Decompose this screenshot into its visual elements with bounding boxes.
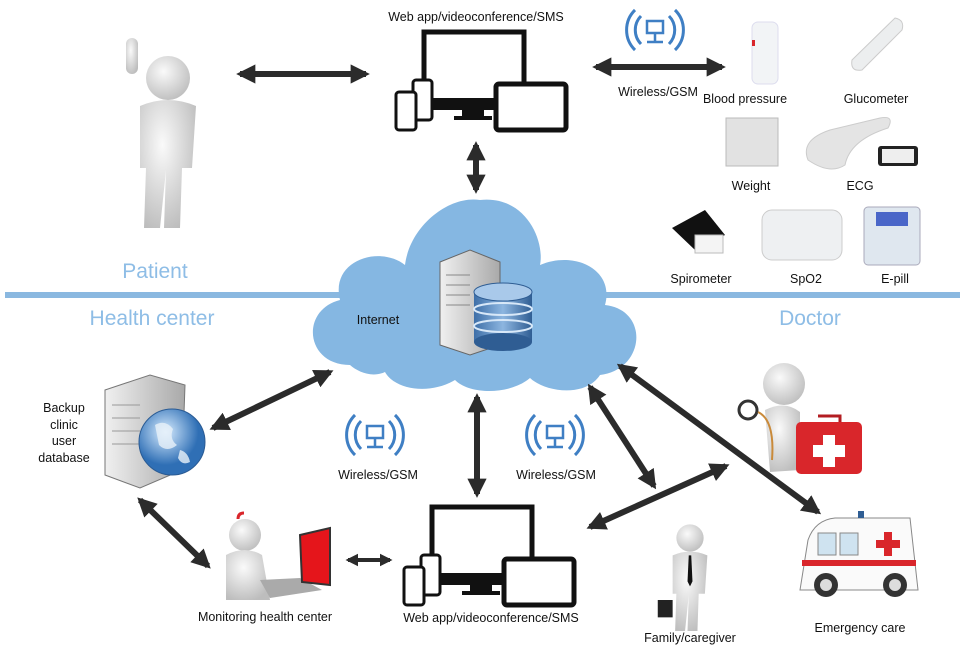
patient-figure [126,38,196,228]
glucometer-device [851,17,904,71]
database-icon [473,282,533,351]
family-caregiver-figure [657,524,708,631]
zone-label-doctor: Doctor [779,307,841,330]
wireless-icon [625,8,685,52]
svg-text:Backup: Backup [43,401,85,415]
wireless-icon [525,413,585,457]
weight-scale-device [725,117,779,167]
wireless-label-right: Wireless/GSM [516,468,596,482]
arrow-cloud-emergency [616,363,822,515]
blood-pressure-device [751,21,779,85]
device-label-blood-pressure: Blood pressure [703,92,787,106]
svg-text:user: user [52,434,76,448]
internet-cloud [312,199,637,392]
spo2-device [761,209,843,261]
family-label: Family/caregiver [644,631,736,645]
svg-text:clinic: clinic [50,418,78,432]
monitoring-label: Monitoring health center [198,610,332,624]
svg-text:database: database [38,451,89,465]
monitoring-operator-figure [226,511,331,600]
arrow-family-devices [586,463,730,530]
device-label-e-pill: E-pill [881,272,909,286]
web-app-devices-bottom [404,507,574,605]
zone-label-health-center: Health center [90,307,215,330]
doctor-figure [737,363,862,474]
arrow-backup-monitoring [137,497,211,569]
device-label-glucometer: Glucometer [844,92,909,106]
device-label-spo2: SpO2 [790,272,822,286]
device-label-weight: Weight [732,179,771,193]
emergency-label: Emergency care [814,621,905,635]
web-app-label-top: Web app/videoconference/SMS [388,10,564,24]
arrow-cloud-backup [209,369,334,431]
ecg-device [805,117,891,170]
backup-server-icon [104,374,206,489]
web-app-label-bottom: Web app/videoconference/SMS [403,611,579,625]
laptop-icon [298,526,331,587]
web-app-devices-top [396,32,566,130]
internet-label: Internet [357,313,400,327]
wireless-icon [345,413,405,457]
wireless-label-top: Wireless/GSM [618,85,698,99]
connection-arrows [137,57,822,569]
zone-label-patient: Patient [122,260,188,283]
device-label-ecg: ECG [846,179,873,193]
backup-label: Backup clinic user database [38,401,89,465]
device-label-spirometer: Spirometer [670,272,731,286]
medical-devices [672,17,921,266]
wireless-label-left: Wireless/GSM [338,468,418,482]
stethoscope-icon [737,399,759,421]
ambulance-icon [799,511,919,597]
arrow-cloud-family [587,383,657,490]
